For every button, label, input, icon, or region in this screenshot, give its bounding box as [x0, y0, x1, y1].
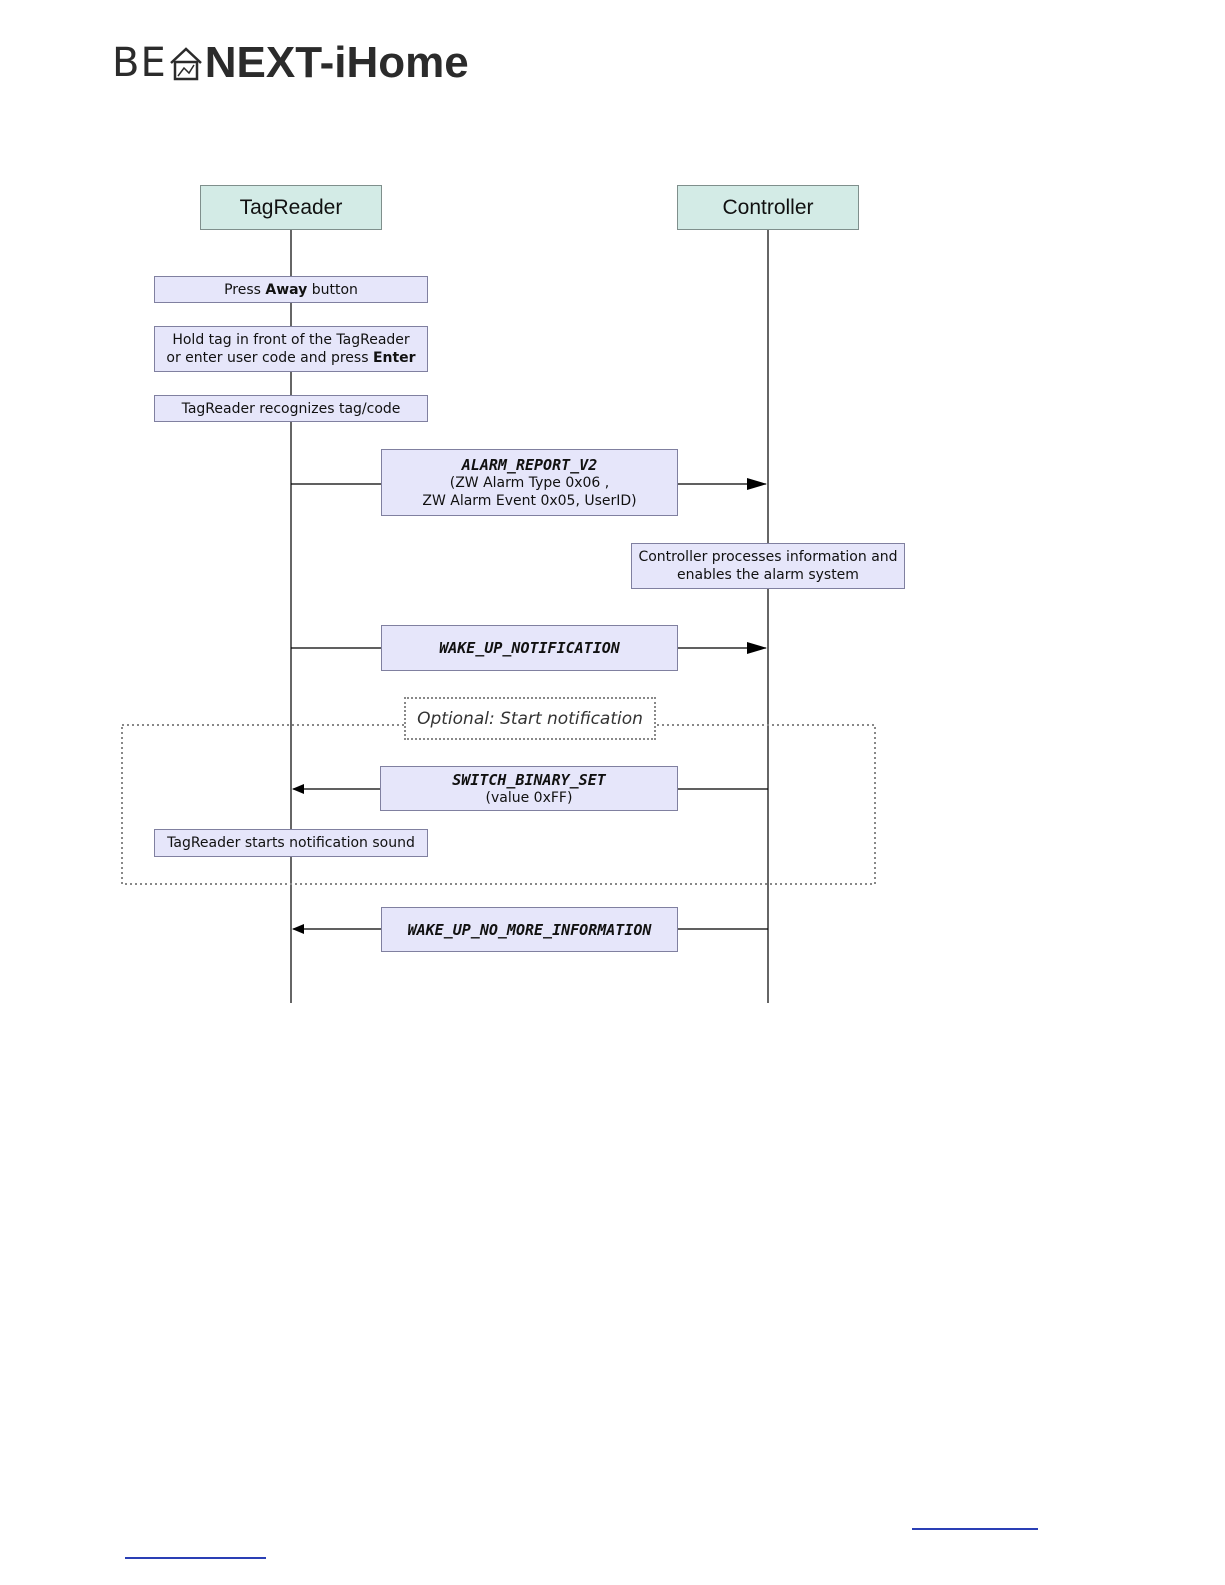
actor-controller-label: Controller [722, 195, 814, 219]
note-press-away-bold: Away [265, 281, 308, 298]
note-recognizes-label: TagReader recognizes tag/code [181, 400, 401, 417]
note-controller-line2: enables the alarm system [677, 567, 859, 583]
logo-suffix: NEXT-iHome [204, 38, 469, 87]
message-switch-binary-set-name: SWITCH_BINARY_SET [452, 770, 606, 789]
message-switch-binary-set: SWITCH_BINARY_SET (value 0xFF) [380, 766, 678, 811]
logo-prefix: BE [112, 40, 167, 86]
actor-tagreader: TagReader [200, 185, 382, 230]
note-hold-tag-line1: Hold tag in front of the TagReader [172, 332, 410, 348]
note-controller-processes: Controller processes information and ena… [631, 543, 905, 589]
message-switch-binary-set-line1: (value 0xFF) [485, 789, 573, 806]
message-wake-up-notification-name: WAKE_UP_NOTIFICATION [439, 639, 620, 657]
actor-controller: Controller [677, 185, 859, 230]
note-press-away-before: Press [224, 281, 266, 298]
note-hold-tag-line2: or enter user code and press [166, 350, 373, 366]
note-press-away: Press Away button [154, 276, 428, 303]
note-controller-line1: Controller processes information and [638, 549, 898, 565]
footer-link-right[interactable] [912, 1528, 1038, 1530]
message-alarm-report-line2: ZW Alarm Event 0x05, UserID) [422, 492, 637, 509]
message-wake-up-notification: WAKE_UP_NOTIFICATION [381, 625, 678, 671]
brand-logo: BE NEXT-iHome [112, 38, 469, 88]
message-wake-up-no-more: WAKE_UP_NO_MORE_INFORMATION [381, 907, 678, 952]
message-wake-up-no-more-name: WAKE_UP_NO_MORE_INFORMATION [407, 920, 652, 939]
note-recognizes: TagReader recognizes tag/code [154, 395, 428, 422]
house-icon [169, 47, 202, 81]
note-starts-sound: TagReader starts notification sound [154, 829, 428, 857]
optional-frame-label: Optional: Start notification [404, 697, 656, 740]
optional-frame-label-text: Optional: Start notification [417, 708, 643, 729]
note-hold-tag: Hold tag in front of the TagReader or en… [154, 326, 428, 372]
note-hold-tag-enter: Enter [372, 350, 416, 366]
message-alarm-report-name: ALARM_REPORT_V2 [461, 455, 598, 474]
note-starts-sound-label: TagReader starts notification sound [167, 835, 415, 851]
actor-tagreader-label: TagReader [239, 195, 343, 219]
message-alarm-report: ALARM_REPORT_V2 (ZW Alarm Type 0x06 , ZW… [381, 449, 678, 516]
footer-link-left[interactable] [125, 1557, 266, 1559]
note-press-away-after: button [307, 281, 358, 298]
message-alarm-report-line1: (ZW Alarm Type 0x06 , [449, 474, 610, 491]
